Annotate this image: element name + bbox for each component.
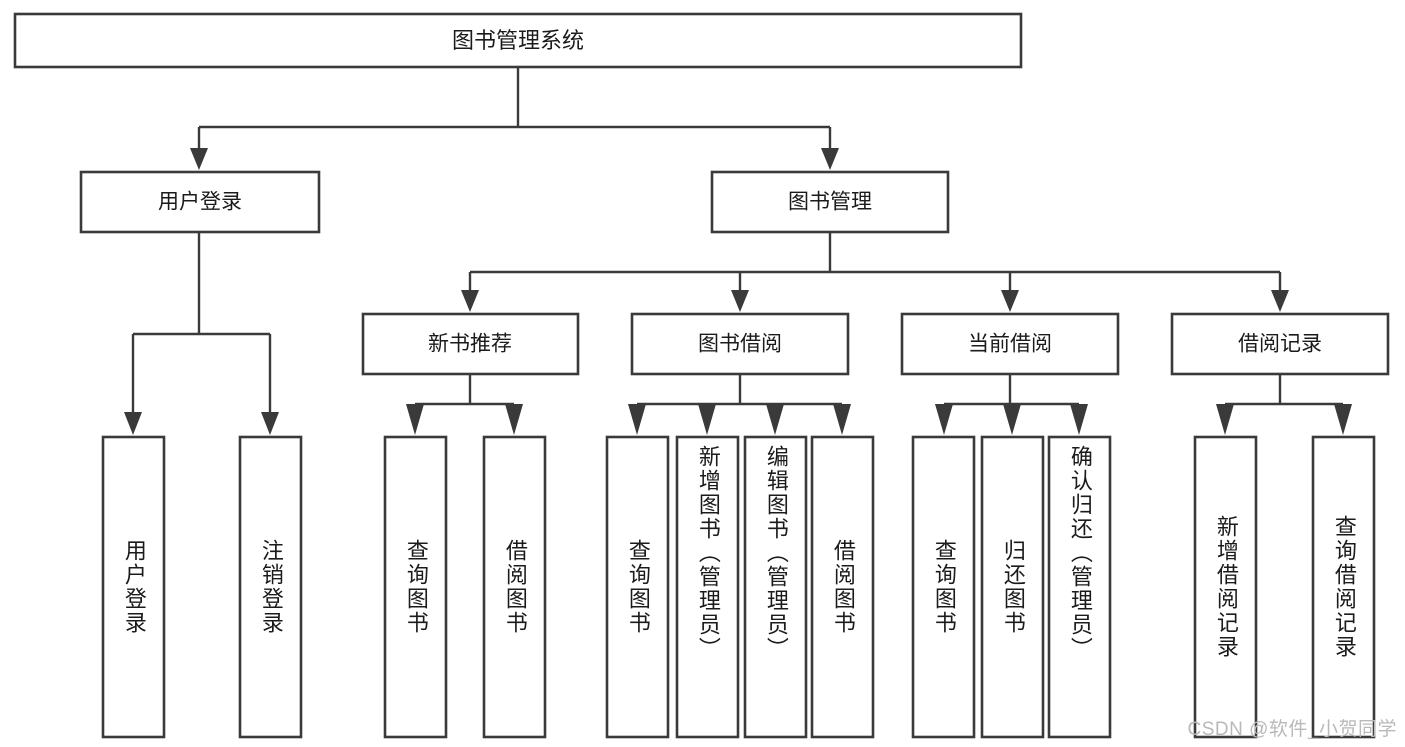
node-current-borrow-box[interactable] [900, 312, 1120, 376]
leaf-bb-add-box[interactable] [675, 435, 740, 739]
arrowhead-bb-query [628, 404, 646, 435]
arrowhead-l-user-login [124, 412, 142, 435]
arrowhead-book-borrow [731, 290, 749, 312]
arrowhead-user-login [190, 148, 208, 170]
node-root-box[interactable] [13, 12, 1023, 69]
node-new-rec-label: 新书推荐 [428, 333, 512, 356]
leaf-cb-confirm-box[interactable] [1047, 435, 1112, 739]
node-borrow-record-box[interactable] [1170, 312, 1390, 376]
leaf-bb-borrow-box[interactable] [810, 435, 875, 739]
leaf-bb-edit-box[interactable] [743, 435, 808, 739]
arrowhead-cb-confirm [1070, 404, 1088, 435]
leaf-cb-query-box[interactable] [911, 435, 976, 739]
node-book-mgmt-box[interactable] [710, 170, 950, 234]
node-user-login-box[interactable] [79, 170, 321, 234]
node-new-rec-box[interactable] [361, 312, 580, 376]
arrowhead-new-rec [461, 290, 479, 312]
arrowhead-nr-borrow [505, 404, 523, 435]
arrowhead-book-mgmt [821, 148, 839, 170]
leaf-br-add-box[interactable] [1193, 435, 1258, 739]
arrowhead-bb-add [698, 404, 716, 435]
leaf-user-login-box[interactable] [101, 435, 166, 739]
arrowhead-br-add [1216, 404, 1234, 435]
arrowhead-cb-return [1003, 404, 1021, 435]
node-borrow-record-label: 借阅记录 [1238, 333, 1322, 356]
node-book-borrow-label: 图书借阅 [698, 333, 782, 356]
node-book-mgmt-label: 图书管理 [788, 191, 872, 214]
csdn-watermark: CSDN @软件_小贺同学 [1187, 719, 1397, 740]
connector-layer [124, 67, 1352, 435]
node-current-borrow-label: 当前借阅 [968, 333, 1052, 356]
arrowhead-l-logout [261, 412, 279, 435]
arrowhead-bb-edit [766, 404, 784, 435]
leaf-logout-box[interactable] [238, 435, 303, 739]
arrowhead-current-borrow [1001, 290, 1019, 312]
arrowhead-bb-borrow [833, 404, 851, 435]
arrowhead-cb-query [935, 404, 953, 435]
leaf-nr-borrow-box[interactable] [482, 435, 547, 739]
arrowhead-br-query [1334, 404, 1352, 435]
arrowhead-nr-query [406, 404, 424, 435]
node-book-borrow-box[interactable] [630, 312, 850, 376]
leaf-br-query-box[interactable] [1311, 435, 1376, 739]
node-user-login-label: 用户登录 [158, 191, 242, 214]
leaf-nr-query-box[interactable] [383, 435, 448, 739]
node-layer: 图书管理系统 用户登录 图书管理 新书推荐 图书借阅 当前借阅 借阅记录 [13, 12, 1390, 739]
leaf-cb-return-box[interactable] [980, 435, 1045, 739]
node-root-label: 图书管理系统 [452, 28, 584, 53]
arrowhead-borrow-record [1271, 290, 1289, 312]
leaf-bb-query-box[interactable] [605, 435, 670, 739]
